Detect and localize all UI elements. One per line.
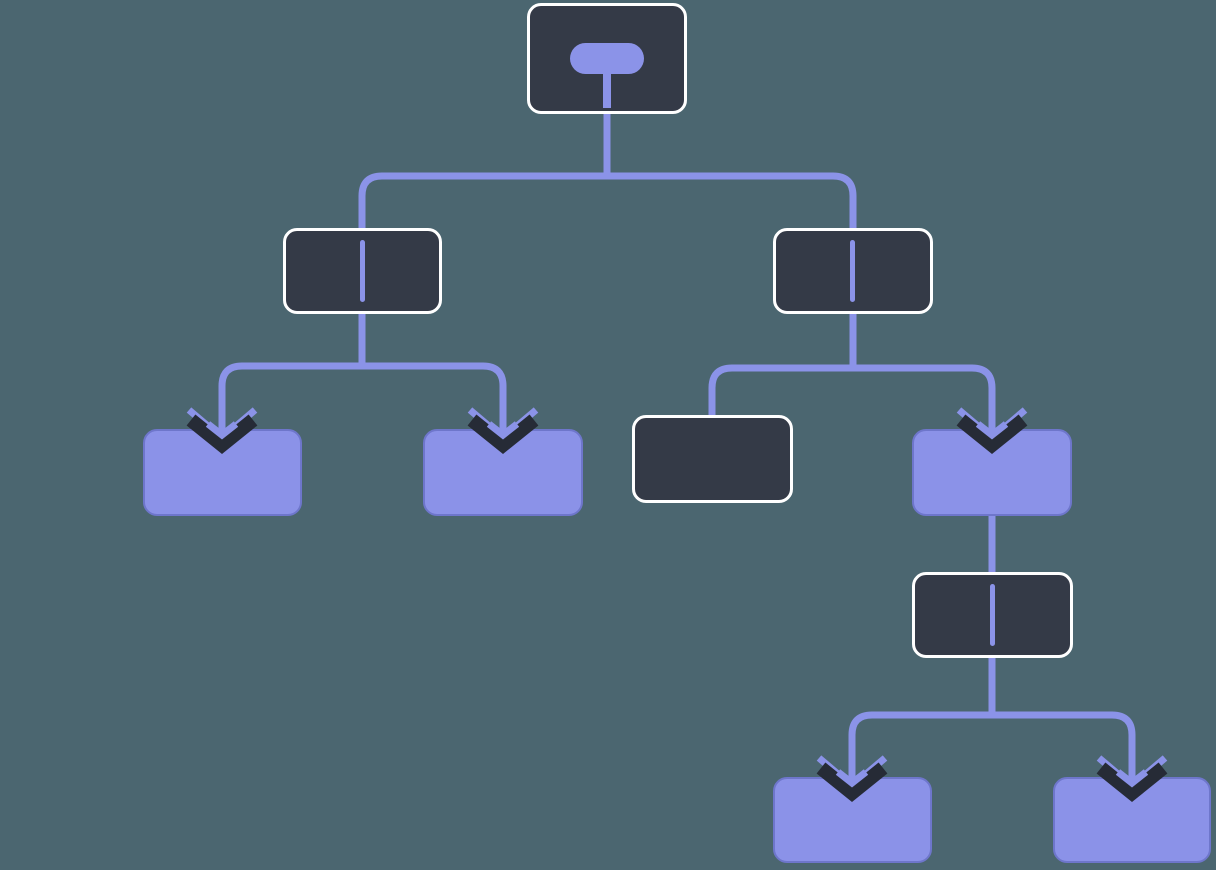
chevron-down-icon: [956, 398, 1028, 454]
chevron-down-icon: [816, 746, 888, 802]
node-branch-bottom[interactable]: [912, 572, 1073, 658]
connector-edge: [848, 711, 1136, 772]
pass-through-line-icon: [850, 240, 855, 302]
connector-edge: [708, 364, 996, 424]
chevron-down-icon: [1096, 746, 1168, 802]
pass-through-line-icon: [989, 584, 995, 646]
node-root[interactable]: [527, 3, 687, 114]
node-branch-left[interactable]: [283, 228, 442, 314]
chevron-down-icon: [186, 398, 258, 454]
connector-edge: [358, 172, 857, 228]
node-branch-right[interactable]: [773, 228, 933, 314]
connector-edge: [218, 362, 507, 424]
node-mid-dark[interactable]: [632, 415, 793, 503]
root-pill-stem-icon: [603, 70, 611, 108]
chevron-down-icon: [467, 398, 539, 454]
root-pill-icon: [570, 43, 644, 74]
pass-through-line-icon: [359, 240, 365, 302]
